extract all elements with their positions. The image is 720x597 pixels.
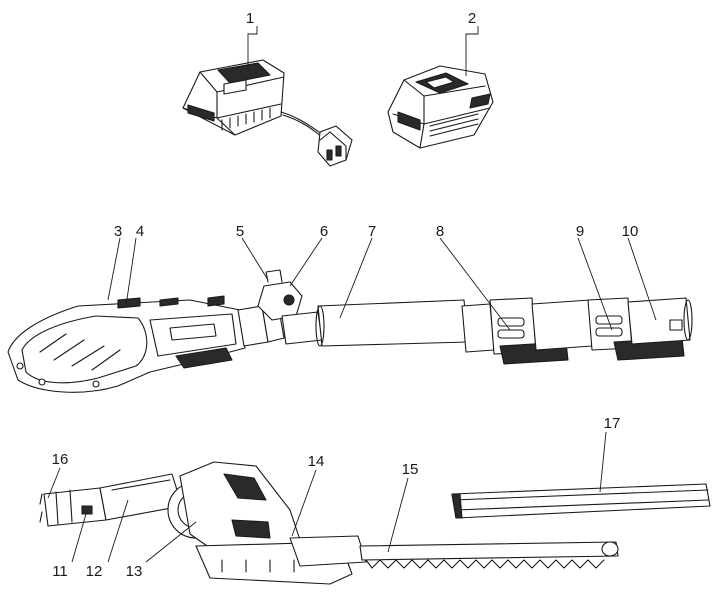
part-label-8: 8	[436, 223, 444, 240]
part-label-13: 13	[126, 563, 143, 580]
part-label-16: 16	[52, 451, 69, 468]
battery-charger-drawing	[182, 59, 353, 167]
handle-assembly-drawing	[7, 269, 693, 393]
part-label-15: 15	[402, 461, 419, 478]
blade-cover-drawing	[451, 483, 711, 519]
part-label-7: 7	[368, 223, 376, 240]
leader-lines	[47, 26, 657, 563]
part-label-11: 11	[52, 563, 68, 580]
part-number-labels: 1 2 3 4 5 6 7 8 9 10 11 12 13 14 15 16 1…	[52, 10, 639, 580]
part-label-5: 5	[236, 223, 244, 240]
hedge-trimmer-head-drawing	[39, 461, 619, 585]
battery-pack-drawing	[387, 65, 494, 149]
part-label-4: 4	[136, 223, 144, 240]
part-label-1: 1	[246, 10, 254, 27]
part-label-2: 2	[468, 10, 476, 27]
part-label-6: 6	[320, 223, 328, 240]
part-label-17: 17	[604, 415, 621, 432]
part-label-3: 3	[114, 223, 122, 240]
part-label-12: 12	[86, 563, 103, 580]
part-label-14: 14	[308, 453, 325, 470]
part-label-10: 10	[622, 223, 639, 240]
part-label-9: 9	[576, 223, 584, 240]
